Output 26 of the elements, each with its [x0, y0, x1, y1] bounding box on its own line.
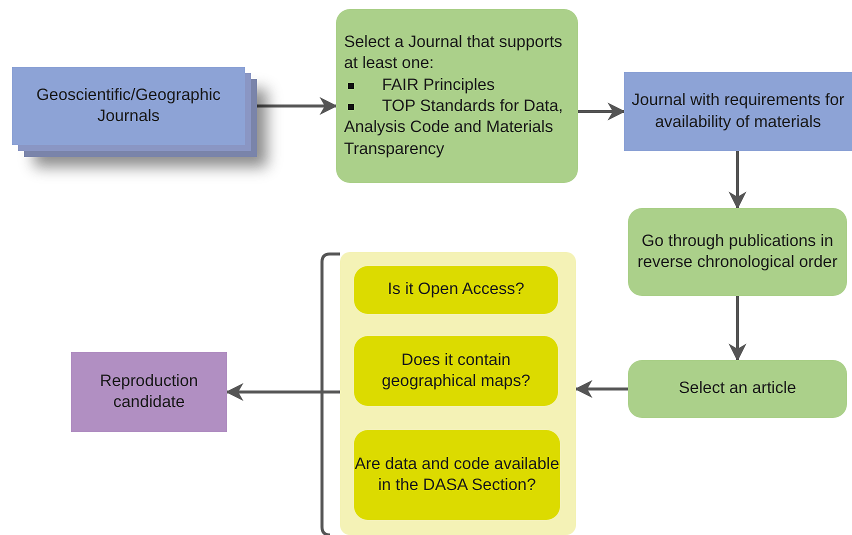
node-text: Go through publications in reverse chronological order [636, 230, 838, 273]
bullet-item: FAIR Principles [344, 74, 495, 96]
node-text: Journal with requirements for availability of materials [630, 90, 846, 132]
node-text: Does it contain geographical maps? [380, 350, 532, 392]
node-text: Are data and code available in the DASA Section? [354, 454, 560, 496]
arrow [226, 383, 340, 401]
result-box [71, 352, 227, 432]
process-box [336, 9, 578, 183]
criterion-box [354, 336, 558, 406]
arrow [728, 151, 746, 210]
node-text: Select an article [678, 378, 796, 400]
stacked-document-box [12, 67, 245, 145]
process-box [628, 208, 847, 296]
arrow [578, 102, 626, 120]
node-text: Select a Journal that supports at least one: [344, 32, 564, 74]
criteria-panel [340, 252, 576, 535]
node-text: Geoscientific/Geographic Journals [35, 84, 222, 127]
process-box [628, 360, 847, 418]
process-box [624, 72, 852, 151]
criterion-box [354, 430, 560, 520]
criterion-box [354, 266, 558, 314]
bullet-item: TOP Standards for Data, Analysis Code and Materials Transparency [344, 96, 570, 160]
node-text: Is it Open Access? [388, 279, 524, 300]
node-text: Reproduction candidate [98, 370, 200, 413]
arrow [728, 296, 746, 362]
arrow [574, 380, 628, 398]
